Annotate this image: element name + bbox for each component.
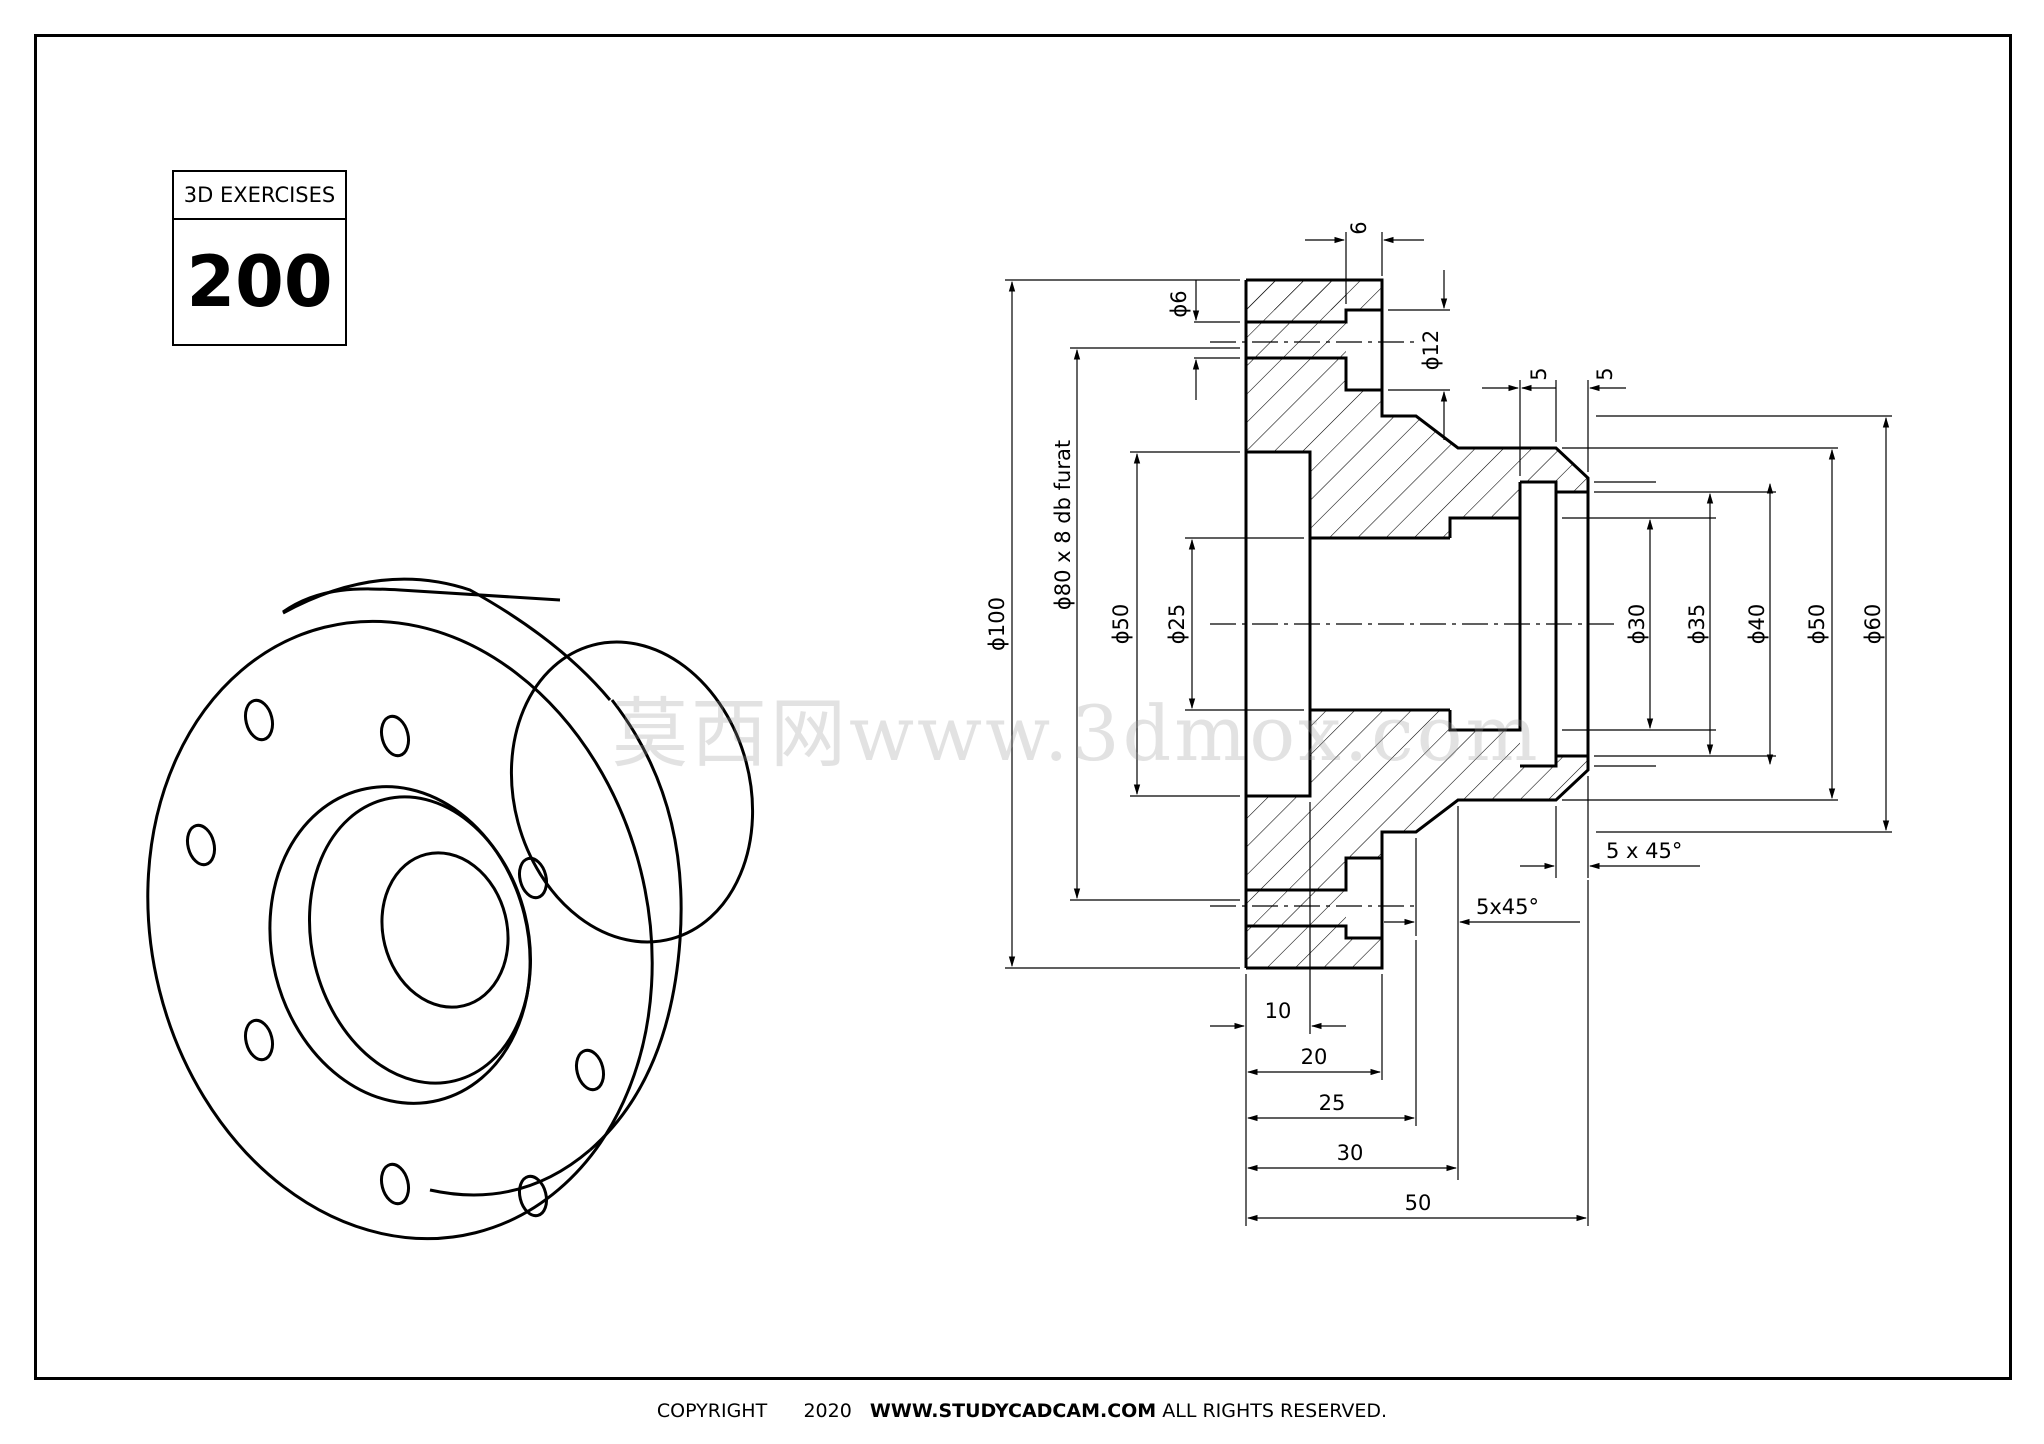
- dim-lip-a: 5: [1527, 367, 1551, 380]
- bolt-hole: [379, 714, 411, 758]
- dim-pitch-circle: ϕ80 x 8 db furat: [1051, 440, 1075, 610]
- dim-d40: ϕ40: [1745, 604, 1769, 645]
- bolt-hole: [243, 1018, 275, 1062]
- badge-number: 200: [186, 241, 333, 323]
- dim-chamfer-a: 5 x 45°: [1606, 839, 1682, 863]
- footer-year: 2020: [803, 1400, 852, 1422]
- dim-hole-dia: ϕ6: [1167, 290, 1191, 317]
- dim-d60: ϕ60: [1861, 604, 1885, 645]
- bolt-hole: [243, 698, 275, 742]
- bolt-hole: [185, 823, 217, 867]
- dim-cbore-dia: ϕ12: [1419, 330, 1443, 371]
- dim-lip-b: 5: [1593, 367, 1617, 380]
- dim-len-50: 50: [1405, 1191, 1432, 1215]
- flange-right-side: [589, 699, 683, 1152]
- dim-flange-width: 6: [1347, 221, 1371, 234]
- flange-top-edge: [282, 577, 612, 701]
- recess-inner-ring: [307, 795, 533, 1085]
- exercise-badge: 3D EXERCISES 200: [172, 170, 347, 346]
- isometric-view: [146, 577, 755, 1241]
- dim-bore-dia: ϕ25: [1165, 604, 1189, 645]
- bolt-hole: [574, 1048, 606, 1092]
- badge-label: 3D EXERCISES: [174, 172, 345, 220]
- flange-side: [282, 587, 561, 614]
- footer-copyright: COPYRIGHT: [656, 1400, 768, 1422]
- dim-len-10: 10: [1265, 999, 1292, 1023]
- dim-d35: ϕ35: [1685, 604, 1709, 645]
- dimension-texts: 6 ϕ6 ϕ12 5 5 ϕ100 ϕ80 x 8 db furat ϕ50 ϕ…: [985, 221, 1885, 1215]
- footer: COPYRIGHT 2020 WWW.STUDYCADCAM.COM ALL R…: [0, 1400, 2044, 1422]
- bolt-hole: [379, 1162, 411, 1206]
- hub-back-outline: [509, 640, 755, 944]
- section-hatch: [1246, 280, 1588, 968]
- dim-len-25: 25: [1319, 1091, 1346, 1115]
- dim-d50: ϕ50: [1805, 604, 1829, 645]
- footer-site: WWW.STUDYCADCAM.COM: [869, 1400, 1157, 1422]
- dim-recess-dia: ϕ50: [1109, 604, 1133, 645]
- center-lines: [1210, 341, 1620, 907]
- dim-len-20: 20: [1301, 1045, 1328, 1069]
- flange-bottom-edge: [429, 1148, 591, 1197]
- dim-chamfer-b: 5x45°: [1476, 895, 1539, 919]
- watermark: 莫西网www.3dmox.com: [612, 689, 1541, 778]
- footer-rights: ALL RIGHTS RESERVED.: [1162, 1400, 1388, 1422]
- flange-front-face: [146, 619, 654, 1241]
- dim-d30: ϕ30: [1625, 604, 1649, 645]
- dim-outer-dia: ϕ100: [985, 597, 1009, 651]
- bore: [380, 851, 510, 1009]
- dimension-lines: [1005, 232, 1892, 1226]
- dim-len-30: 30: [1337, 1141, 1364, 1165]
- bolt-hole: [517, 1174, 549, 1218]
- sheet-frame: [34, 34, 2012, 1380]
- bolt-hole: [517, 856, 549, 900]
